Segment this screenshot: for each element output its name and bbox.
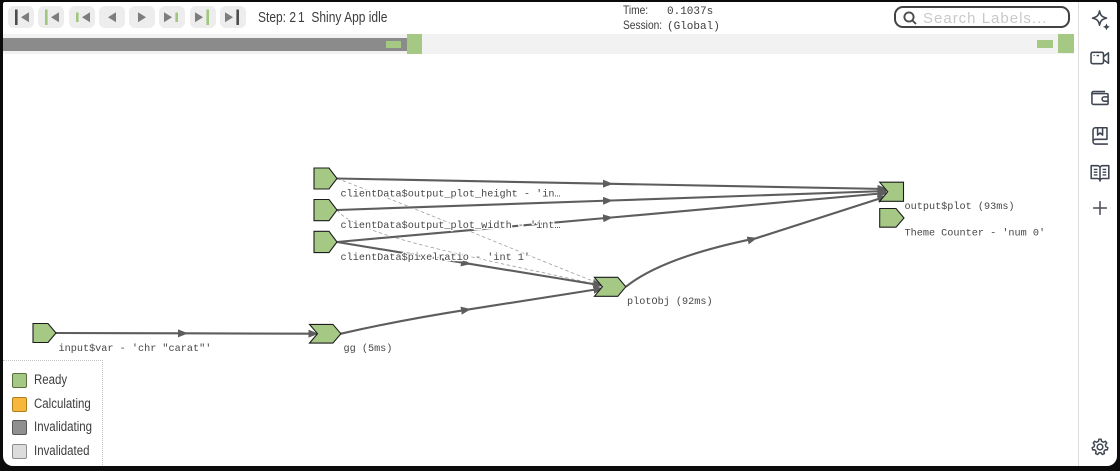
svg-text:clientData$output_plot_width -: clientData$output_plot_width - 'int… [341, 220, 561, 232]
svg-text:output$plot (93ms): output$plot (93ms) [905, 201, 1015, 213]
svg-text:Theme Counter - 'num 0': Theme Counter - 'num 0' [905, 228, 1046, 240]
svg-text:gg (5ms): gg (5ms) [344, 343, 393, 355]
svg-text:input$var - 'chr "carat"': input$var - 'chr "carat"' [59, 343, 212, 355]
svg-text:clientData$output_plot_height: clientData$output_plot_height - 'in… [341, 189, 561, 201]
svg-text:clientData$pixelratio - 'int 1: clientData$pixelratio - 'int 1' [341, 252, 531, 264]
svg-text:plotObj (92ms): plotObj (92ms) [627, 296, 713, 308]
